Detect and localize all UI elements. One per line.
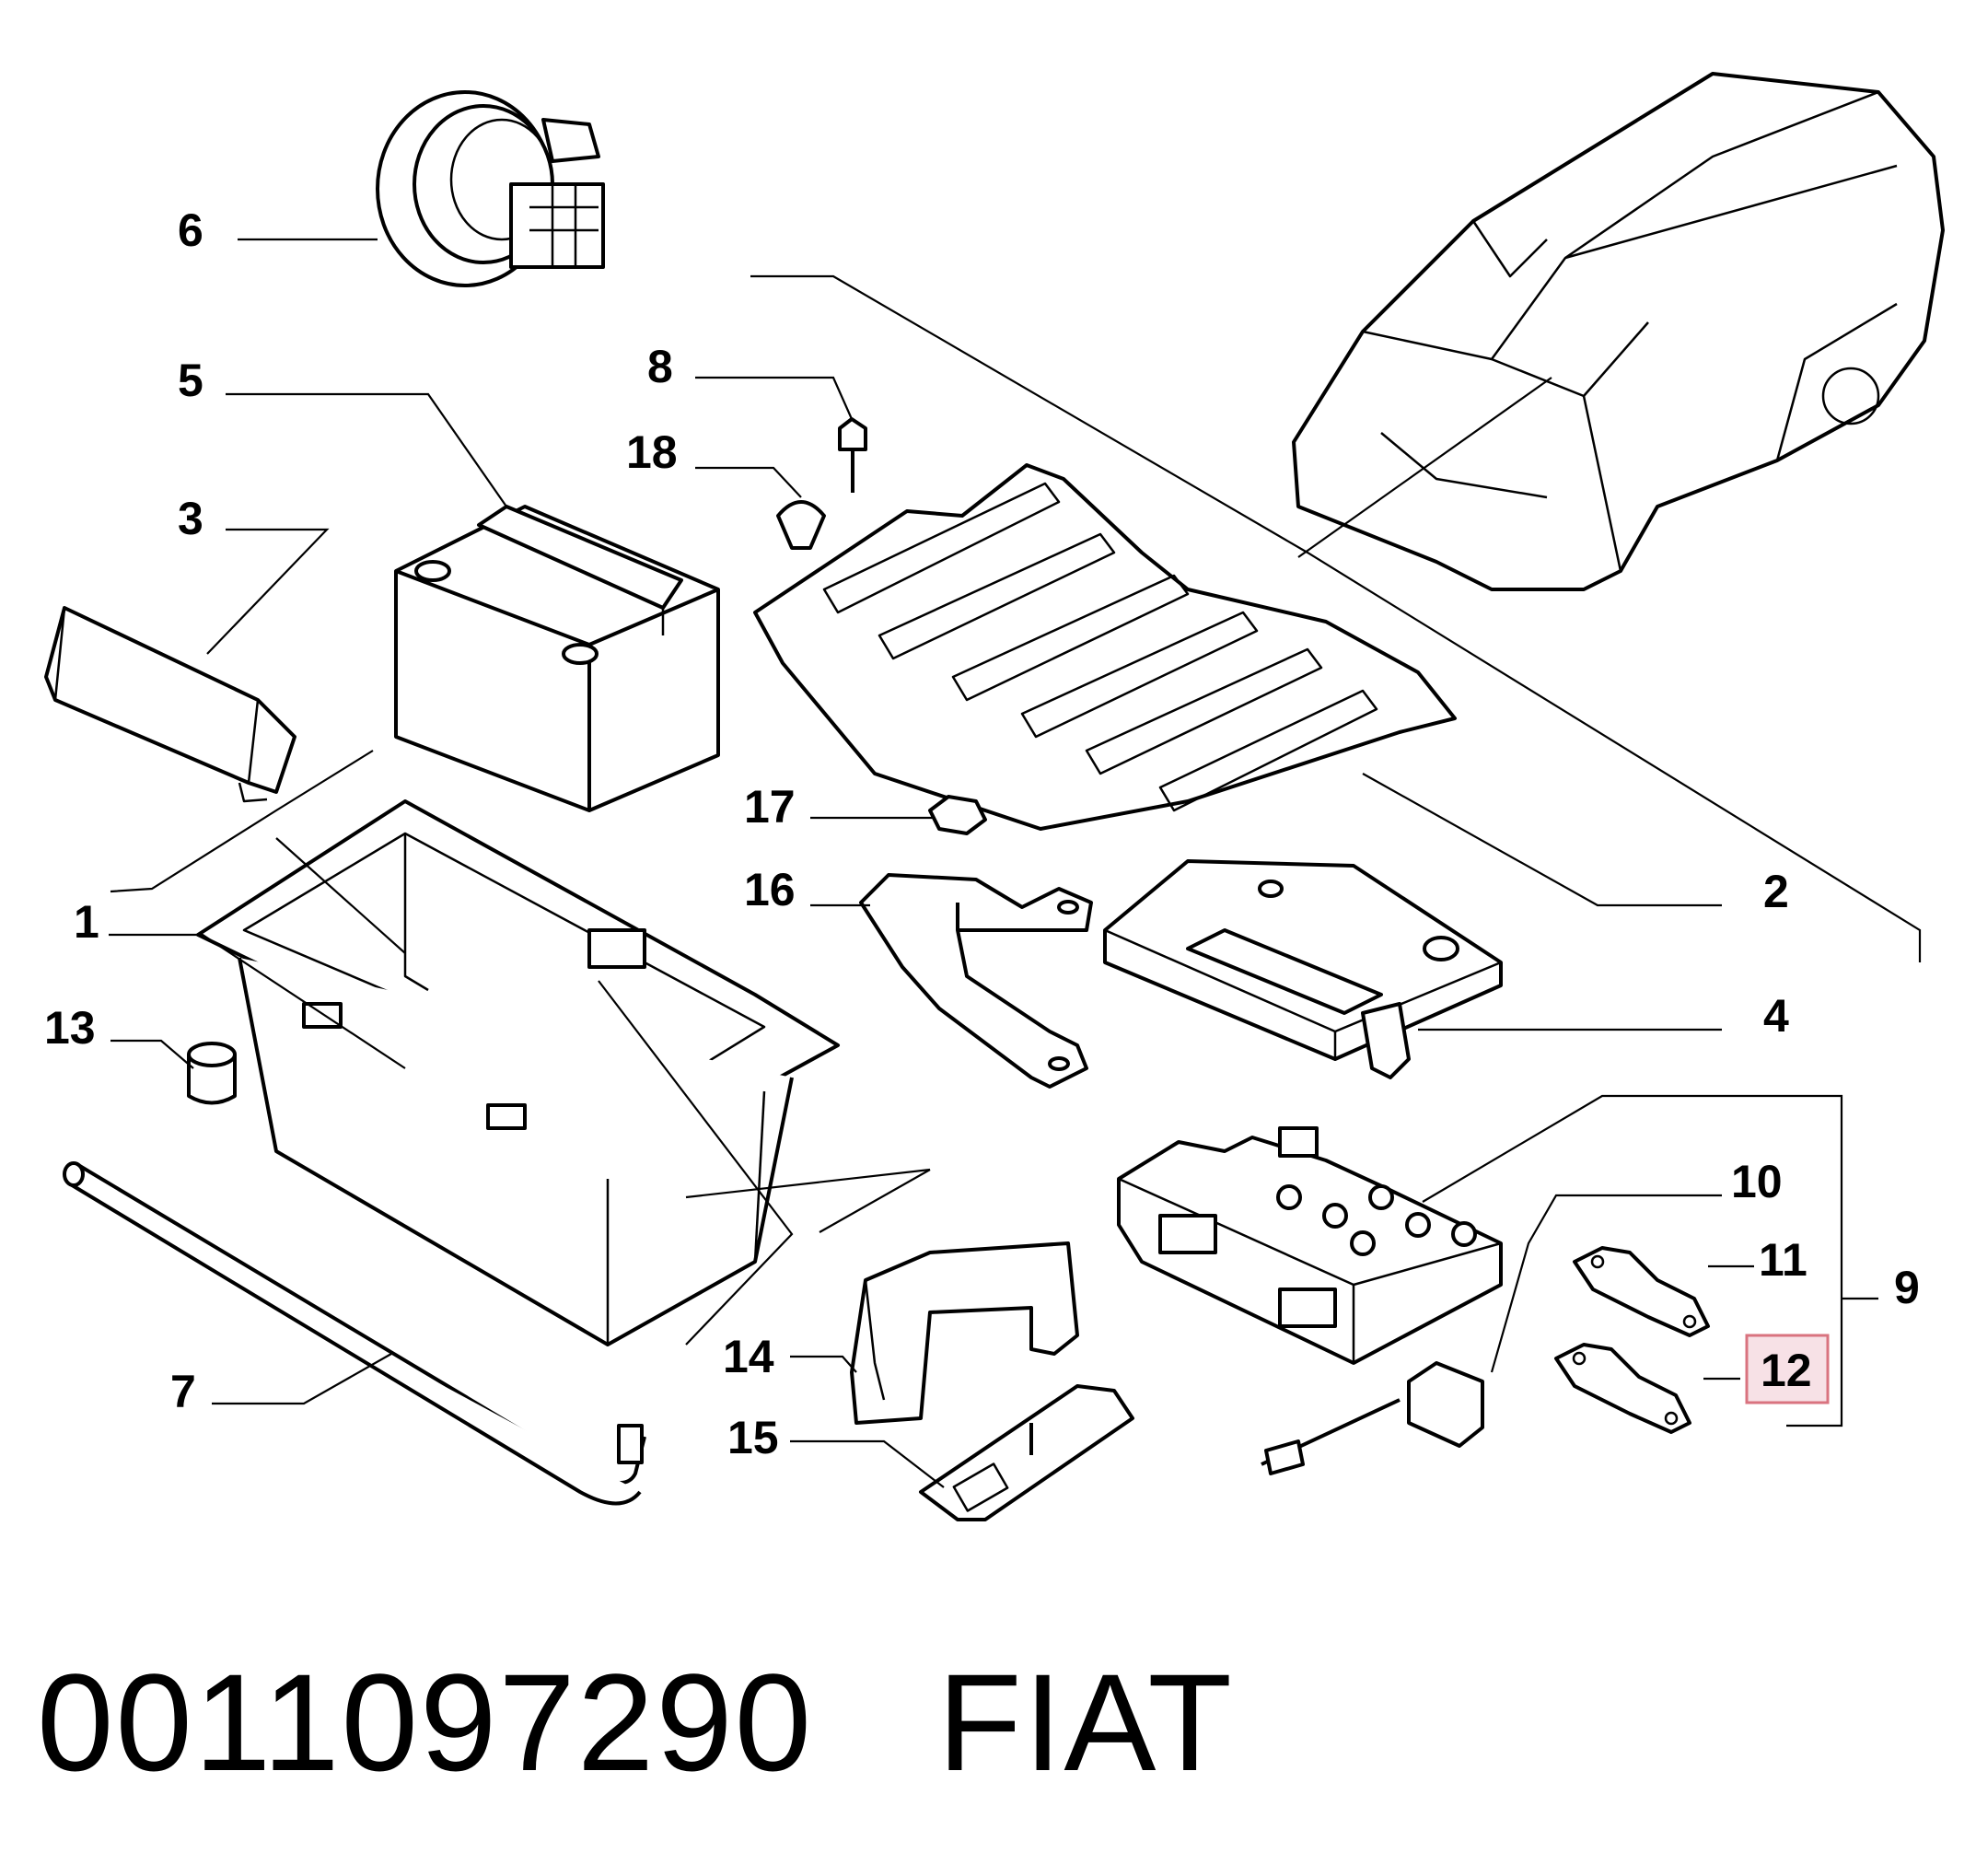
part-number: 0011097290 bbox=[37, 1645, 814, 1800]
callout-1: 1 bbox=[74, 896, 99, 948]
part-11-fuse bbox=[1573, 1246, 1710, 1337]
part-10-sensor bbox=[1261, 1361, 1484, 1475]
part-7-cable-rod bbox=[63, 1161, 646, 1506]
part-12-fuse bbox=[1554, 1343, 1691, 1434]
part-3-cover bbox=[44, 606, 296, 803]
leader-lines bbox=[109, 238, 1922, 1488]
part-1-battery-tray bbox=[196, 799, 840, 1346]
part-4-fuse-cover bbox=[1103, 859, 1503, 1079]
callout-10: 10 bbox=[1731, 1156, 1783, 1207]
callout-2: 2 bbox=[1763, 866, 1789, 917]
callout-9: 9 bbox=[1894, 1262, 1920, 1313]
part-5-battery bbox=[394, 505, 720, 812]
part-9-fuse-block bbox=[1117, 1126, 1503, 1365]
part-15-plate bbox=[919, 1384, 1134, 1521]
callout-6: 6 bbox=[178, 204, 203, 256]
callout-8: 8 bbox=[647, 341, 673, 392]
part-8-bolt bbox=[838, 417, 867, 493]
parts-diagram: 6 5 8 18 3 17 16 2 1 13 4 10 11 9 12 14 … bbox=[44, 72, 1945, 1521]
callout-4: 4 bbox=[1763, 990, 1789, 1042]
callout-labels: 6 5 8 18 3 17 16 2 1 13 4 10 11 9 12 14 … bbox=[44, 204, 1920, 1463]
callout-17: 17 bbox=[744, 781, 796, 833]
callout-16: 16 bbox=[744, 864, 796, 915]
callout-12: 12 bbox=[1761, 1345, 1812, 1396]
part-18-clip bbox=[776, 500, 826, 550]
callout-14: 14 bbox=[723, 1331, 774, 1382]
callout-3: 3 bbox=[178, 493, 203, 544]
part-14-duct bbox=[850, 1241, 1079, 1425]
callout-7: 7 bbox=[170, 1366, 196, 1417]
footer: 0011097290 FIAT bbox=[37, 1649, 1234, 1796]
part-2-floor-plate bbox=[753, 463, 1457, 831]
callout-15: 15 bbox=[727, 1412, 779, 1463]
callout-11: 11 bbox=[1759, 1234, 1807, 1286]
callout-13: 13 bbox=[44, 1002, 96, 1054]
brand-name: FIAT bbox=[937, 1645, 1234, 1800]
part-16-bracket bbox=[859, 873, 1093, 1089]
part-6-connector bbox=[376, 90, 605, 287]
callout-5: 5 bbox=[178, 355, 203, 406]
vehicle-overview bbox=[1292, 72, 1945, 591]
part-13-bushing bbox=[187, 1042, 237, 1105]
callout-18: 18 bbox=[626, 426, 678, 478]
callout-12-highlight bbox=[1745, 1334, 1830, 1404]
part-17-nut bbox=[928, 795, 987, 835]
